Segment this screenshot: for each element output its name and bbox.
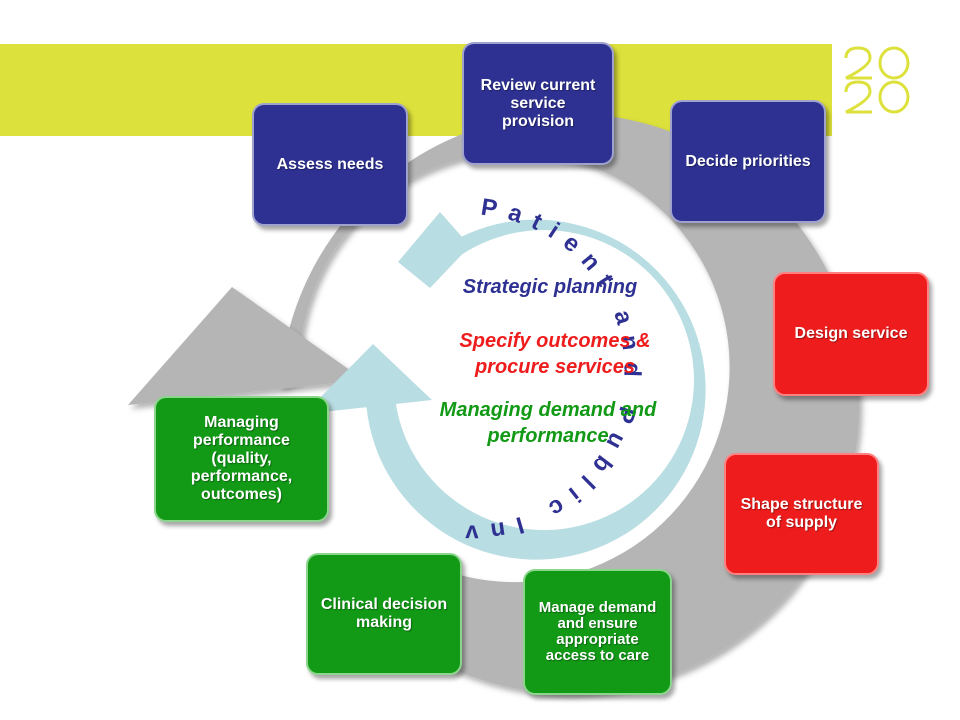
step-label: Design service [794,325,908,342]
step-manage-demand[interactable]: Manage demand and ensure appropriate acc… [523,569,672,695]
outer-cycle-arrow [280,113,860,694]
step-label: Shape structure of supply [740,496,863,531]
inner-cycle-arrowhead [304,344,432,414]
step-label: Decide priorities [685,152,811,170]
step-label: Manage demand and ensure appropriate acc… [538,599,657,664]
step-shape-structure-of-supply[interactable]: Shape structure of supply [724,453,879,575]
step-label: Clinical decision making [320,596,448,631]
inner-ring-tail [398,212,470,288]
phase-strategic-planning: Strategic planning [462,276,638,298]
step-design-service[interactable]: Design service [773,272,929,396]
step-assess-needs[interactable]: Assess needs [252,103,408,226]
2020-logo [844,46,910,114]
step-label: Review current service provision [480,76,596,130]
step-label: Managing performance (quality, performan… [190,414,293,503]
step-clinical-decision-making[interactable]: Clinical decision making [306,553,462,675]
step-decide-priorities[interactable]: Decide priorities [670,100,826,223]
phase-specify-outcomes: Specify outcomes & procure services [459,330,651,378]
step-review-current-service[interactable]: Review current service provision [462,42,614,165]
phase-managing-demand: Managing demand and performance [439,399,657,447]
outer-cycle-arrowhead [128,287,364,405]
step-managing-performance[interactable]: Managing performance (quality, performan… [154,396,329,522]
step-label: Assess needs [276,155,384,173]
